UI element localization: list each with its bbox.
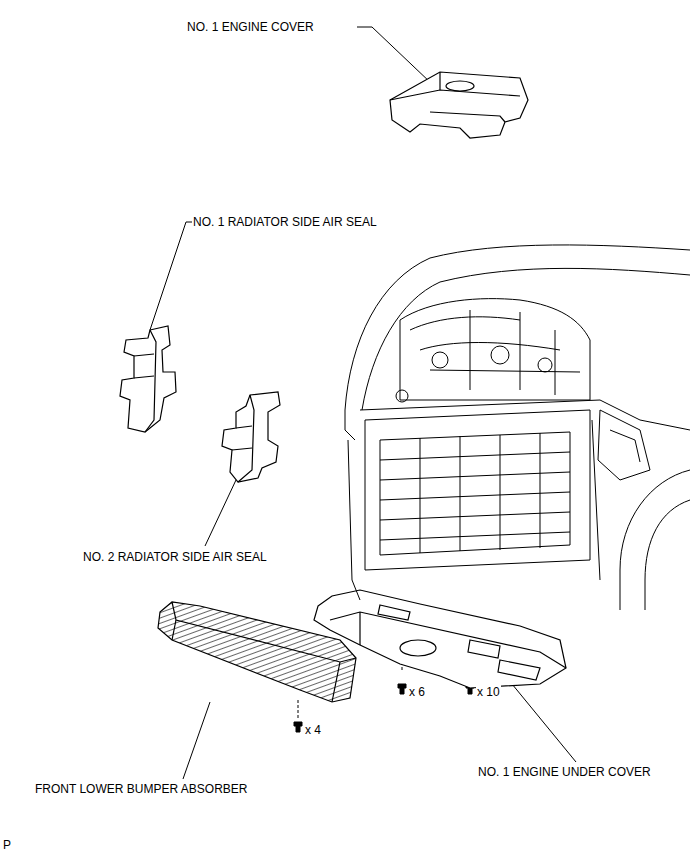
vehicle-front [345, 245, 690, 610]
figure-mark: P [2, 838, 12, 852]
part-name: NO. 1 RADIATOR SIDE AIR SEAL [192, 215, 378, 229]
part-name: NO. 1 ENGINE UNDER COVER [477, 765, 652, 779]
engine-under-cover [314, 590, 566, 688]
bolt-count: x 4 [304, 723, 322, 737]
radiator-side-air-seal [222, 392, 280, 482]
part-name: NO. 2 RADIATOR SIDE AIR SEAL [82, 550, 268, 564]
radiator-side-air-seal [120, 326, 176, 432]
bolt-count: x 6 [408, 685, 426, 699]
part-name: FRONT LOWER BUMPER ABSORBER [34, 782, 248, 796]
bolt-count: x 10 [476, 685, 501, 699]
part-name: NO. 1 ENGINE COVER [186, 20, 315, 34]
engine-cover [390, 72, 528, 138]
